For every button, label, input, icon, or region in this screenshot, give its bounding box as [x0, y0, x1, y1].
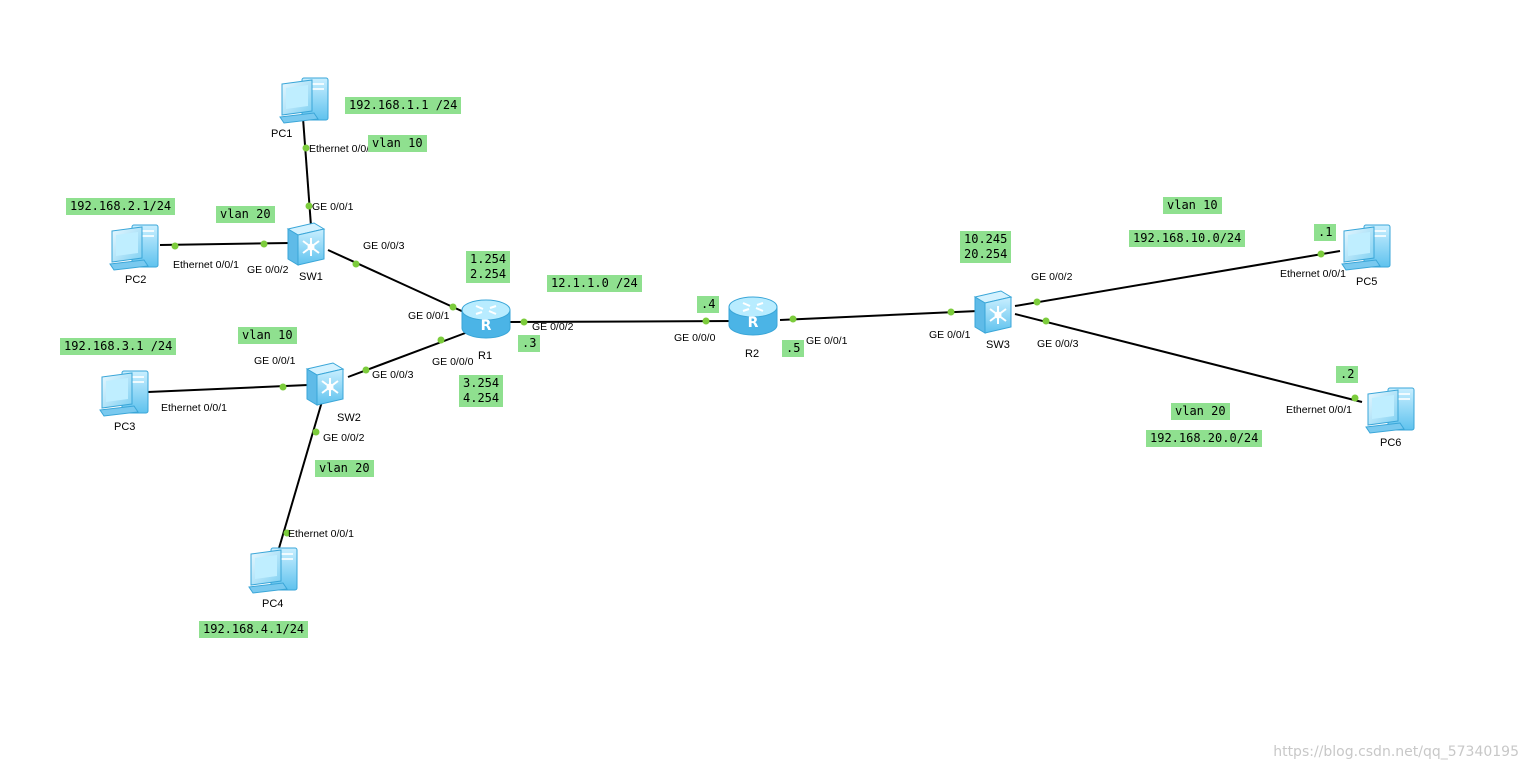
- port-dot-sw1-g1: [305, 202, 313, 210]
- port-label-sw3-g1: GE 0/0/1: [929, 329, 971, 341]
- pc6-vlan-tag: vlan 20: [1171, 403, 1230, 420]
- port-dot-r1-g1: [449, 303, 457, 311]
- port-label-sw1-g3: GE 0/0/3: [363, 240, 405, 252]
- port-dot-r2-g0: [702, 317, 710, 325]
- pc1-vlan-tag: vlan 10: [368, 135, 427, 152]
- pc6-ip-tag: .2: [1336, 366, 1359, 383]
- port-label-sw2-g1: GE 0/0/1: [254, 355, 296, 367]
- port-label-r1-g2: GE 0/0/2: [532, 321, 574, 333]
- port-dot-sw1-g2: [260, 240, 268, 248]
- sw2-icon[interactable]: [306, 362, 344, 406]
- port-label-sw2-g3: GE 0/0/3: [372, 369, 414, 381]
- port-dot-pc5-eth: [1317, 250, 1325, 258]
- link-r1-r2: [507, 320, 737, 323]
- port-label-r1-g1: GE 0/0/1: [408, 310, 450, 322]
- r2-g0-ip-tag: .4: [697, 296, 720, 313]
- pc6-icon[interactable]: [1365, 387, 1415, 434]
- port-dot-sw1-g3: [352, 260, 360, 268]
- port-dot-pc4-eth: [283, 529, 291, 537]
- port-label-sw2-g2: GE 0/0/2: [323, 432, 365, 444]
- port-dot-pc1-eth: [302, 144, 310, 152]
- link-sw3-pc5: [1014, 250, 1341, 307]
- r1-label: R1: [478, 350, 493, 362]
- port-label-pc4-eth: Ethernet 0/0/1: [288, 528, 354, 540]
- port-label-sw1-g2: GE 0/0/2: [247, 264, 289, 276]
- sw1-label: SW1: [299, 271, 323, 283]
- sw3-label: SW3: [986, 339, 1010, 351]
- pc5-ip-tag: .1: [1314, 224, 1337, 241]
- pc1-ip-tag: 192.168.1.1 /24: [345, 97, 462, 114]
- pc2-label: PC2: [125, 274, 147, 286]
- pc5-vlan-tag: vlan 10: [1163, 197, 1222, 214]
- pc3-vlan-tag: vlan 10: [238, 327, 297, 344]
- port-label-pc6-eth: Ethernet 0/0/1: [1286, 404, 1352, 416]
- r2-label: R2: [745, 348, 760, 360]
- port-label-pc5-eth: Ethernet 0/0/1: [1280, 268, 1346, 280]
- port-label-r2-g1: GE 0/0/1: [806, 335, 848, 347]
- port-dot-sw2-g3: [362, 366, 370, 374]
- pc3-icon[interactable]: [99, 370, 149, 417]
- link-pc1-sw1: [302, 117, 312, 227]
- watermark: https://blog.csdn.net/qq_57340195: [1273, 744, 1519, 760]
- port-label-sw3-g3: GE 0/0/3: [1037, 338, 1079, 350]
- sw3-ips-tag: 10.245 20.254: [960, 231, 1012, 263]
- port-dot-sw2-g2: [312, 428, 320, 436]
- r1-g2-ip-tag: .3: [518, 335, 541, 352]
- port-dot-pc2-eth: [171, 242, 179, 250]
- pc2-icon[interactable]: [109, 224, 159, 271]
- sw2-label: SW2: [337, 412, 361, 424]
- pc6-label: PC6: [1380, 437, 1402, 449]
- port-dot-r2-g1: [789, 315, 797, 323]
- port-dot-sw3-g2: [1033, 298, 1041, 306]
- links: [147, 117, 1363, 556]
- r2-icon[interactable]: [728, 296, 778, 336]
- port-dot-r1-g0: [437, 336, 445, 344]
- pc4-vlan-tag: vlan 20: [315, 460, 374, 477]
- r1-icon[interactable]: [461, 299, 511, 339]
- link-sw3-pc6: [1014, 313, 1363, 403]
- pc6-network-tag: 192.168.20.0/24: [1146, 430, 1263, 447]
- port-label-sw1-g1: GE 0/0/1: [312, 201, 354, 213]
- r1-upper-ips-tag: 1.254 2.254: [466, 251, 511, 283]
- r1-lower-ips-tag: 3.254 4.254: [459, 375, 504, 407]
- sw1-icon[interactable]: [287, 222, 325, 266]
- port-label-r1-g0: GE 0/0/0: [432, 356, 474, 368]
- sw3-icon[interactable]: [974, 290, 1012, 334]
- port-label-pc1-eth: Ethernet 0/0/1: [309, 143, 375, 155]
- r2-g1-ip-tag: .5: [782, 340, 805, 357]
- pc5-network-tag: 192.168.10.0/24: [1129, 230, 1246, 247]
- port-label-pc2-eth: Ethernet 0/0/1: [173, 259, 239, 271]
- port-dot-r1-g2: [520, 318, 528, 326]
- port-label-r2-g0: GE 0/0/0: [674, 332, 716, 344]
- pc2-vlan-tag: vlan 20: [216, 206, 275, 223]
- pc4-ip-tag: 192.168.4.1/24: [199, 621, 309, 638]
- pc4-label: PC4: [262, 598, 284, 610]
- link-sw1-r1: [327, 249, 467, 314]
- pc5-icon[interactable]: [1341, 224, 1391, 271]
- port-dot-sw3-g3: [1042, 317, 1050, 325]
- port-dots: [171, 144, 1359, 537]
- port-label-pc3-eth: Ethernet 0/0/1: [161, 402, 227, 414]
- link-r2-sw3: [779, 310, 979, 321]
- pc3-ip-tag: 192.168.3.1 /24: [60, 338, 177, 355]
- port-dot-sw2-g1: [279, 383, 287, 391]
- port-dot-pc6-eth: [1351, 394, 1359, 402]
- port-dot-sw3-g1: [947, 308, 955, 316]
- port-label-sw3-g2: GE 0/0/2: [1031, 271, 1073, 283]
- pc1-icon[interactable]: [279, 77, 329, 124]
- pc5-label: PC5: [1356, 276, 1378, 288]
- pc4-icon[interactable]: [248, 547, 298, 594]
- link-pc2-sw1: [159, 242, 291, 246]
- pc1-label: PC1: [271, 128, 293, 140]
- link-sw2-pc4: [276, 397, 324, 556]
- link-network-tag: 12.1.1.0 /24: [547, 275, 642, 292]
- pc3-label: PC3: [114, 421, 136, 433]
- pc2-ip-tag: 192.168.2.1/24: [66, 198, 176, 215]
